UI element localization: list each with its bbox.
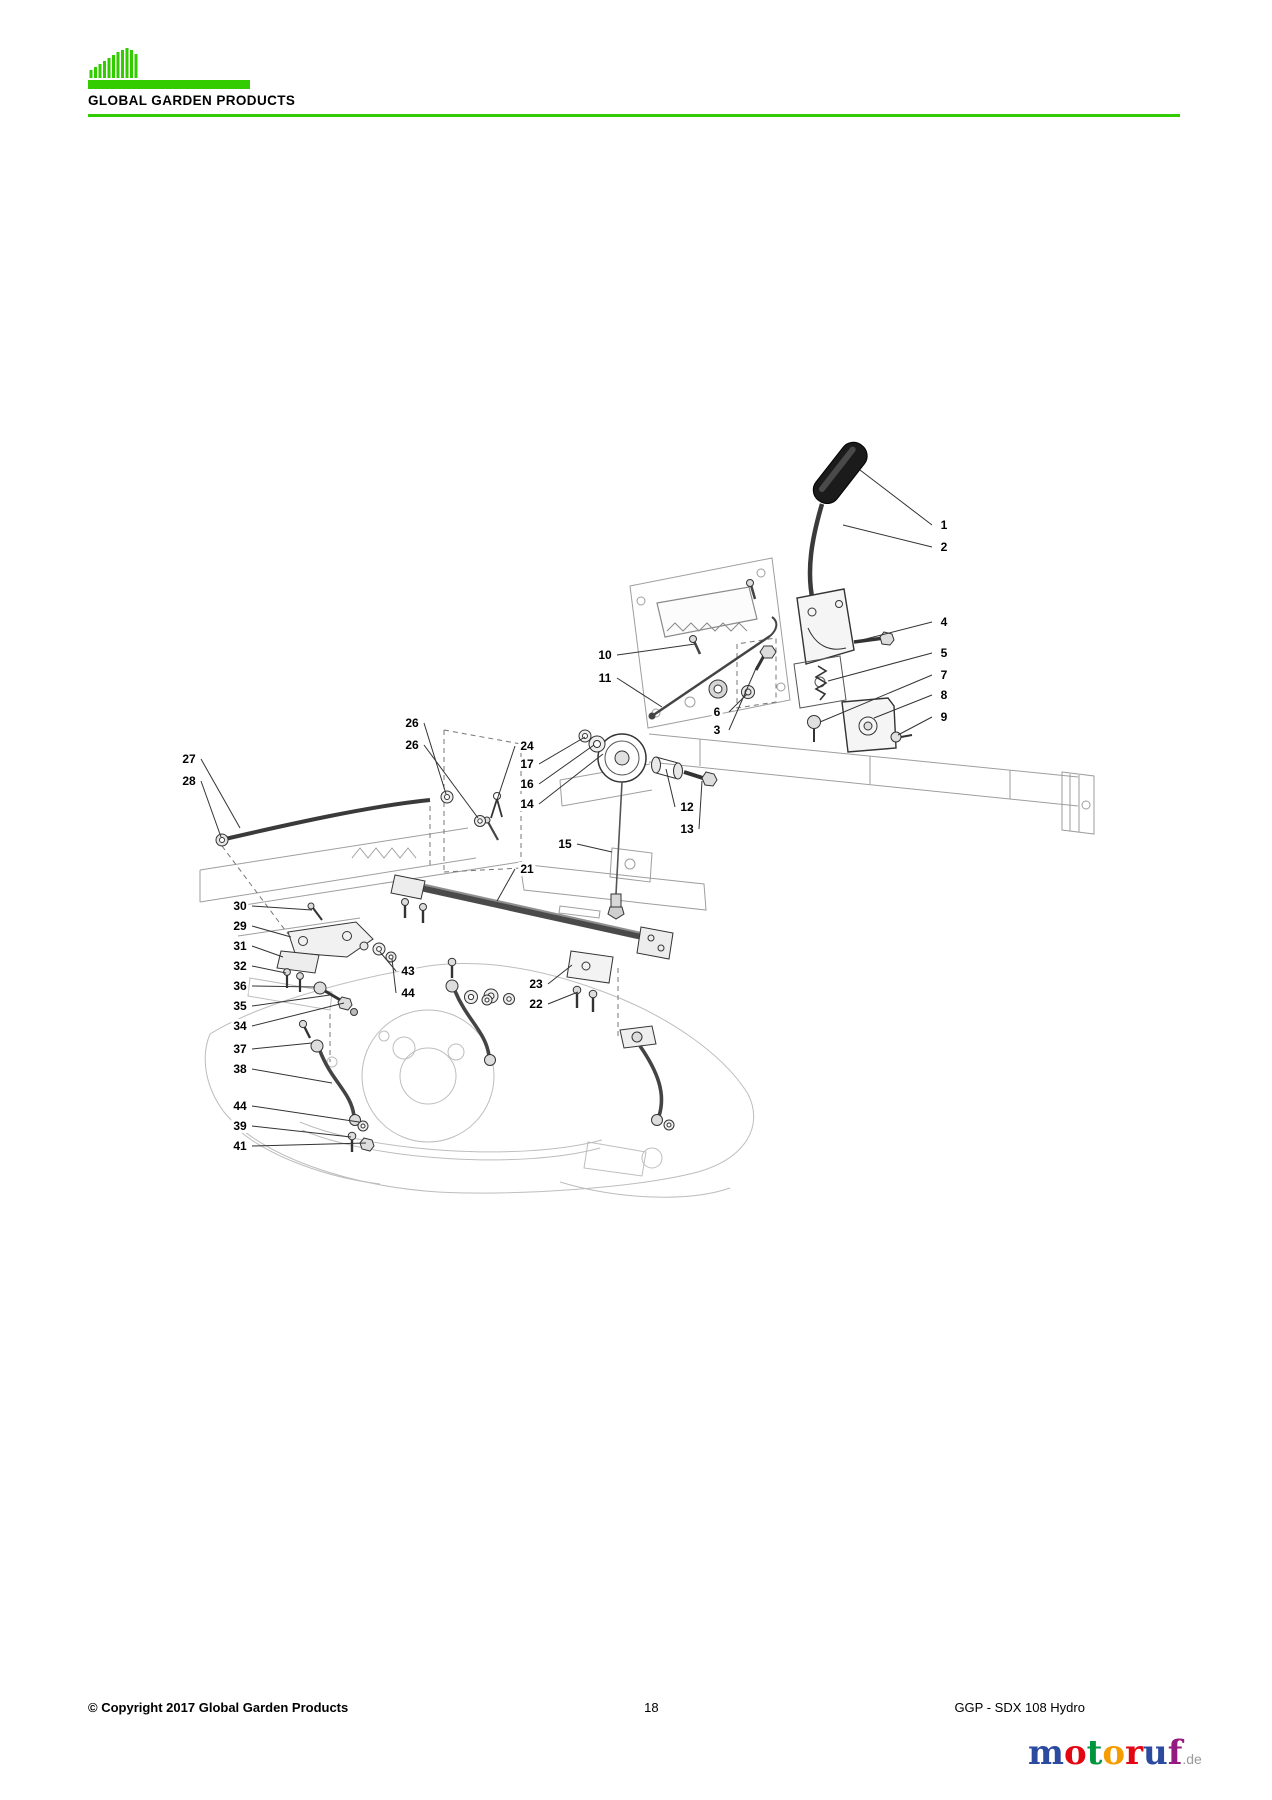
mechanism-parts <box>215 441 913 1152</box>
dashed-guides <box>221 637 777 1062</box>
lift-lever-grip <box>812 441 868 505</box>
ggp-logo-icon <box>89 48 138 78</box>
footer-copyright: © Copyright 2017 Global Garden Products <box>88 1700 349 1715</box>
motoruf-letter: t <box>1086 1733 1103 1773</box>
header-rule <box>88 114 1180 117</box>
lifting-rod <box>224 798 431 841</box>
motoruf-logo: motoruf.de <box>1028 1736 1202 1770</box>
cross-shaft <box>405 881 653 942</box>
footer-page-number: 18 <box>644 1700 659 1715</box>
callout-leader-lines <box>200 469 933 1147</box>
brand-name: GLOBAL GARDEN PRODUCTS <box>88 93 296 108</box>
motoruf-letter: u <box>1143 1733 1168 1773</box>
motoruf-letters: motoruf <box>1028 1733 1182 1773</box>
chassis-frame <box>199 557 1095 937</box>
ggp-logo: GLOBAL GARDEN PRODUCTS <box>88 48 295 108</box>
logo-green-bar <box>88 80 250 89</box>
motoruf-letter: f <box>1167 1733 1183 1773</box>
footer: © Copyright 2017 Global Garden Products … <box>88 1700 1085 1715</box>
motoruf-letter: m <box>1028 1733 1064 1773</box>
footer-model: GGP - SDX 108 Hydro <box>954 1700 1085 1715</box>
motoruf-letter: o <box>1063 1733 1087 1773</box>
motoruf-letter: r <box>1125 1733 1143 1773</box>
motoruf-suffix: .de <box>1182 1751 1202 1767</box>
lift-lever-rod <box>807 503 825 603</box>
motoruf-letter: o <box>1102 1733 1126 1773</box>
mower-deck <box>204 963 755 1198</box>
